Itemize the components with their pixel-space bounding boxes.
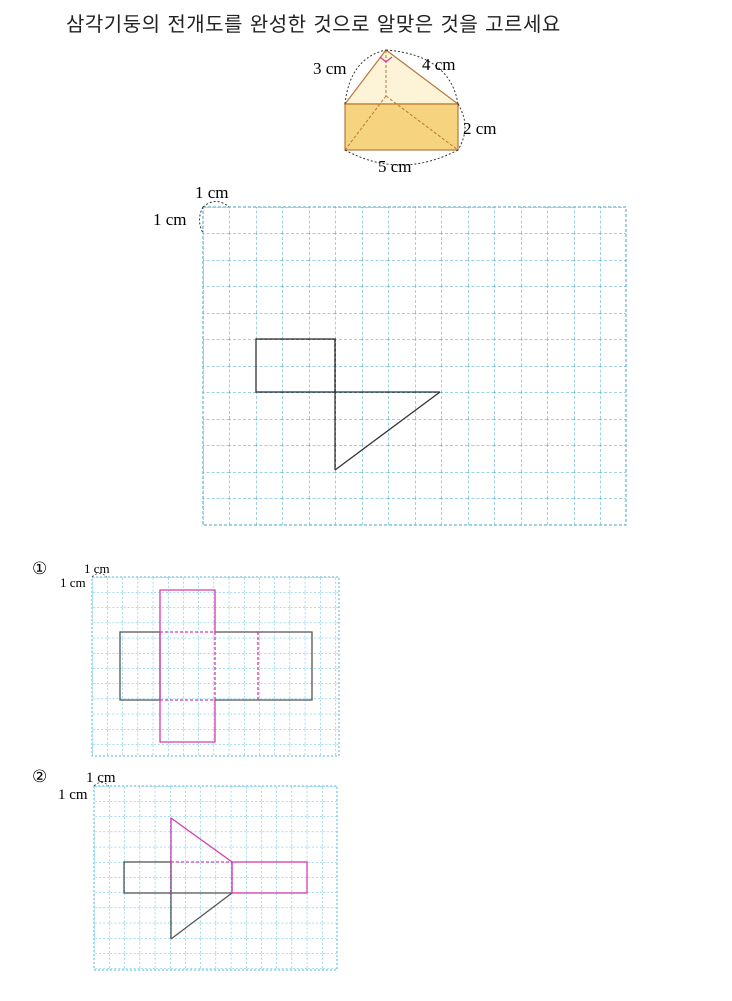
choice-2-unit-left: 1 cm (58, 787, 88, 803)
label-2cm: 2 cm (463, 119, 497, 138)
main-grid: 1 cm 1 cm (153, 183, 627, 526)
choice-1[interactable]: ① 1 cm 1 cm (32, 559, 340, 757)
choice-1-net (119, 589, 313, 743)
choice-1-unit-left: 1 cm (60, 575, 86, 590)
right-angle-mark (379, 56, 393, 63)
prism-front-face (344, 103, 459, 151)
choice-2-unit-top: 1 cm (86, 770, 116, 786)
choice-2-net (123, 817, 308, 940)
choice-2-marker[interactable]: ② (32, 767, 47, 787)
choice-2[interactable]: ② 1 cm 1 cm (32, 767, 338, 971)
dimension-arc (457, 103, 466, 151)
label-5cm: 5 cm (378, 157, 412, 176)
question-text: 삼각기둥의 전개도를 완성한 것으로 알맞은 것을 고르세요 (66, 12, 561, 36)
dimension-arc (344, 149, 459, 166)
choice-1-unit-top: 1 cm (84, 561, 110, 576)
dimension-arc (344, 49, 387, 105)
prism-hidden-edge (344, 95, 387, 151)
grid-unit-label-left: 1 cm (153, 210, 187, 229)
prism-hidden-edge (385, 95, 459, 151)
partial-net (255, 338, 441, 471)
label-3cm: 3 cm (313, 59, 347, 78)
dimension-arc (385, 49, 459, 105)
prism-figure: 3 cm 4 cm 2 cm 5 cm (313, 49, 497, 176)
grid-unit-label-top: 1 cm (195, 183, 229, 202)
label-4cm: 4 cm (422, 55, 456, 74)
choice-1-marker[interactable]: ① (32, 559, 47, 579)
